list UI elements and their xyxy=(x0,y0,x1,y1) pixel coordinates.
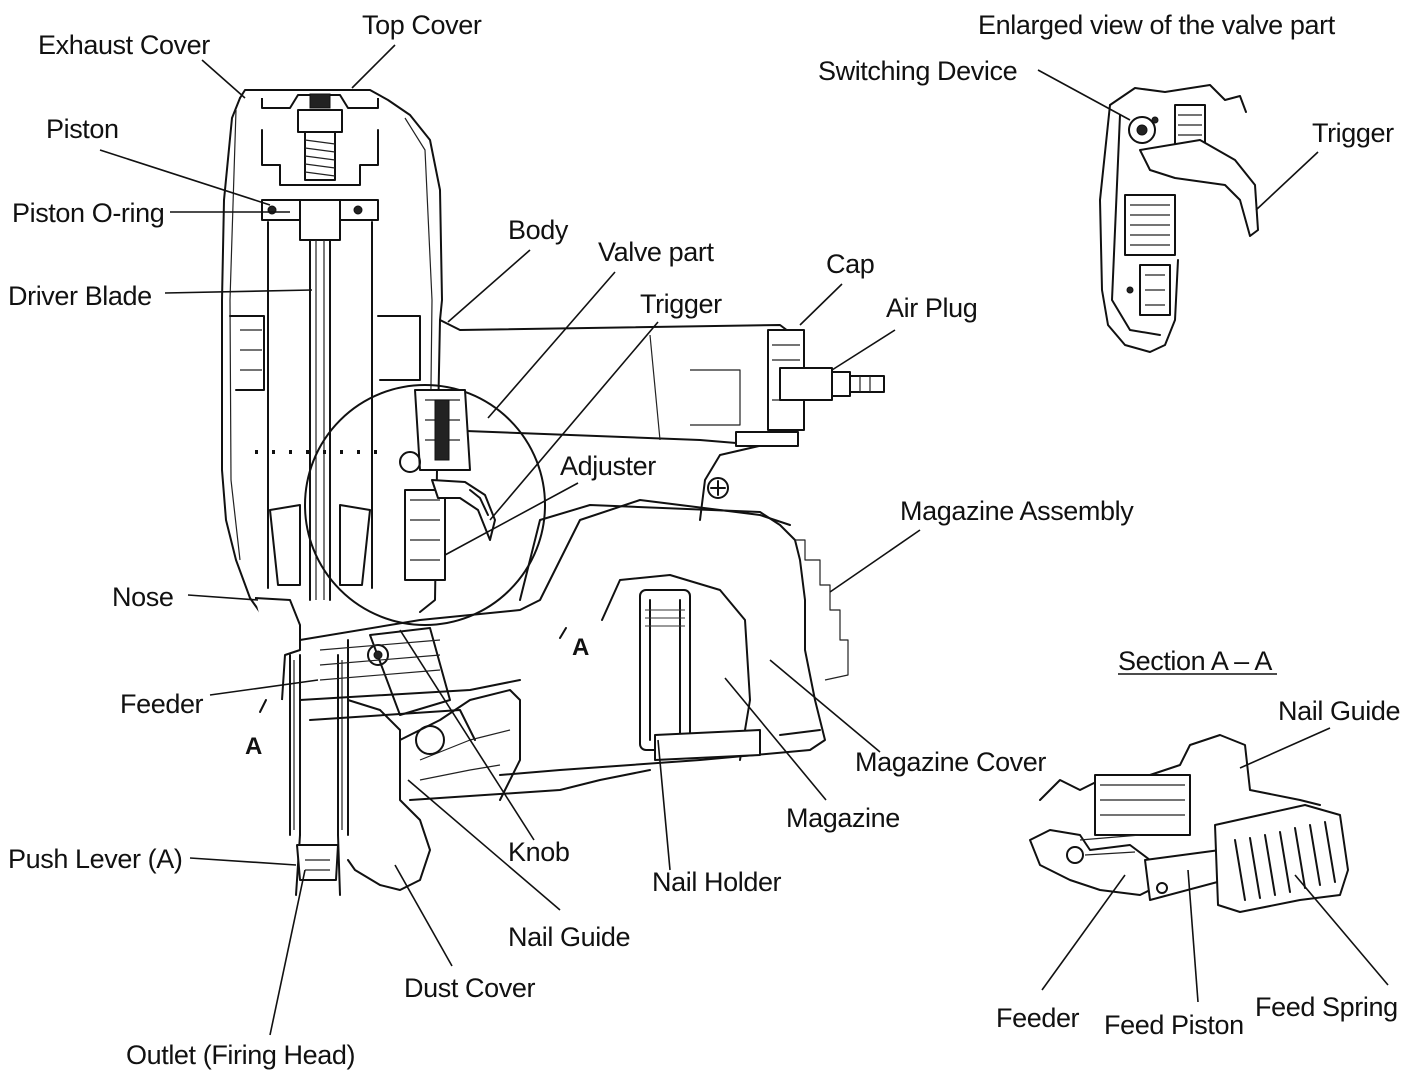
label-nail-holder: Nail Holder xyxy=(652,867,782,897)
label-section-mark-upper: A xyxy=(572,634,589,661)
label-driver-blade: Driver Blade xyxy=(8,281,152,311)
label-air-plug: Air Plug xyxy=(886,293,977,323)
label-adjuster: Adjuster xyxy=(560,451,656,481)
label-piston: Piston xyxy=(46,114,119,144)
label-piston-o-ring: Piston O-ring xyxy=(12,198,164,228)
label-feed-spring: Feed Spring xyxy=(1255,992,1398,1022)
label-valve-part: Valve part xyxy=(598,237,714,267)
label-inset-trigger: Trigger xyxy=(1312,118,1394,148)
label-top-cover: Top Cover xyxy=(362,10,482,40)
label-feeder: Feeder xyxy=(120,689,204,719)
label-switching-device: Switching Device xyxy=(818,56,1017,86)
label-outlet: Outlet (Firing Head) xyxy=(126,1040,355,1070)
label-dust-cover: Dust Cover xyxy=(404,973,535,1003)
section-aa-title: Section A – A xyxy=(1118,646,1272,676)
label-magazine-assembly: Magazine Assembly xyxy=(900,496,1134,526)
label-feed-piston: Feed Piston xyxy=(1104,1010,1244,1040)
label-exhaust-cover: Exhaust Cover xyxy=(38,30,210,60)
label-nose: Nose xyxy=(112,582,173,612)
label-section-feeder: Feeder xyxy=(996,1003,1080,1033)
label-push-lever: Push Lever (A) xyxy=(8,844,182,874)
valve-inset-drawing xyxy=(1099,84,1259,353)
label-magazine: Magazine xyxy=(786,803,900,833)
label-nail-guide: Nail Guide xyxy=(508,922,630,952)
label-body: Body xyxy=(508,215,569,245)
label-cap: Cap xyxy=(826,249,874,279)
valve-inset-title: Enlarged view of the valve part xyxy=(978,10,1336,40)
label-magazine-cover: Magazine Cover xyxy=(855,747,1046,777)
label-trigger: Trigger xyxy=(640,289,722,319)
section-aa-drawing xyxy=(1029,734,1349,913)
leader-lines xyxy=(99,44,1389,1036)
label-section-nail-guide: Nail Guide xyxy=(1278,696,1400,726)
nailer-main-drawing xyxy=(221,89,885,896)
labels: Top Cover Exhaust Cover Piston Piston O-… xyxy=(8,10,1400,1070)
label-knob: Knob xyxy=(508,837,569,867)
label-section-mark-lower: A xyxy=(245,733,262,760)
